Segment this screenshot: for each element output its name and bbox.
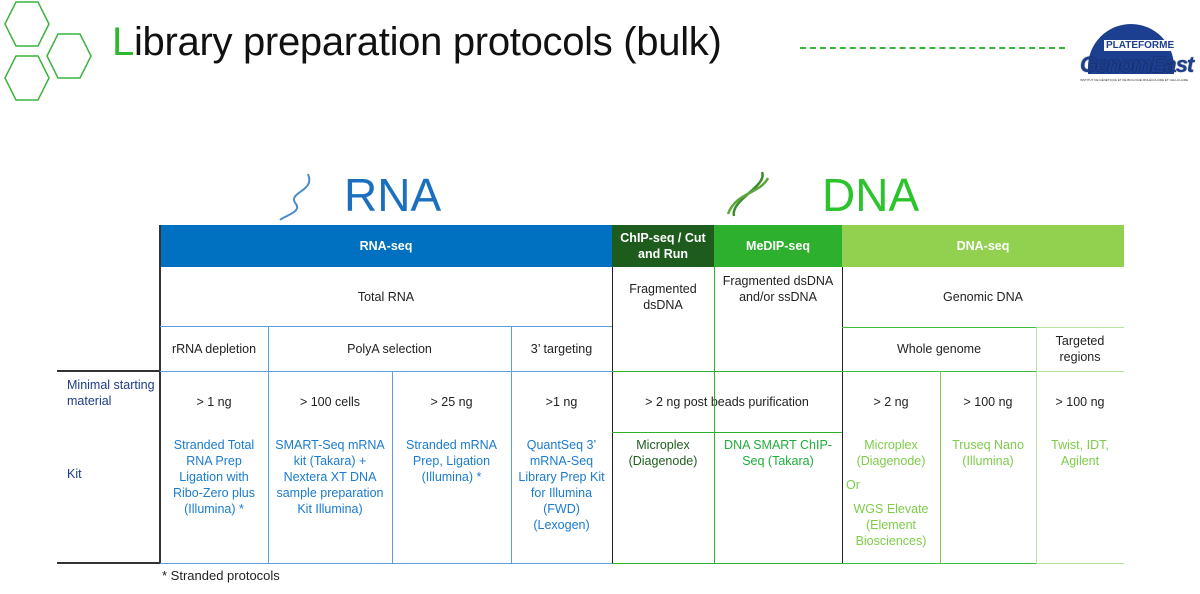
minimal-cell: > 25 ng [430, 394, 473, 409]
kit-cell: QuantSeq 3’ mRNA-Seq Library Prep Kit fo… [518, 438, 605, 532]
kit-cell: Twist, IDT, Agilent [1051, 438, 1109, 468]
rna-strand-icon [279, 173, 311, 221]
strategy-polya: PolyA selection [347, 342, 432, 356]
header-dna-seq: DNA-seq [842, 225, 1124, 267]
minimal-cell: >1 ng [545, 394, 578, 409]
kit-cell: Stranded mRNA Prep, Ligation (Illumina) … [405, 438, 497, 484]
minimal-cell: > 100 ng [1055, 394, 1105, 409]
header-rna-seq: RNA-seq [160, 225, 612, 267]
sample-chip: Fragmented dsDNA [629, 282, 697, 312]
kit-or: Or [846, 478, 860, 492]
sample-medip: Fragmented dsDNA and/or ssDNA [722, 274, 834, 304]
dna-heading: DNA [822, 169, 920, 221]
rna-heading: RNA [344, 169, 442, 221]
hexagon-decoration-icon [4, 1, 92, 101]
footnote: * Stranded protocols [162, 568, 280, 583]
kit-cell: Stranded Total RNA Prep Ligation with Ri… [173, 438, 255, 516]
kit-cell: Truseq Nano (Illumina) [952, 438, 1024, 468]
title-dashed-line [800, 47, 1065, 49]
row-label-minimal: Minimal starting material [67, 378, 155, 408]
minimal-cell: > 1 ng [196, 394, 232, 409]
strategy-targeted: Targeted regions [1055, 334, 1105, 364]
kit-cell: DNA SMART ChIP-Seq (Takara) [724, 438, 832, 468]
minimal-cell: > 2 ng post beads purification [645, 394, 809, 409]
row-label-kit: Kit [67, 467, 82, 481]
minimal-cell: > 100 cells [299, 394, 361, 409]
strategy-3-targeting: 3’ targeting [530, 342, 593, 356]
minimal-cell: > 2 ng [873, 394, 909, 409]
minimal-cell: > 100 ng [963, 394, 1013, 409]
kit-cell: Microplex (Diagenode) [628, 438, 698, 468]
kit-text: WGS Elevate (Element Biosciences) [853, 502, 929, 548]
sample-total-rna: Total RNA [357, 290, 415, 304]
strategy-whole-genome: Whole genome [896, 342, 982, 356]
dna-helix-icon [726, 171, 770, 217]
kit-cell: SMART-Seq mRNA kit (Takara) + Nextera XT… [275, 438, 385, 516]
kit-text: Microplex (Diagenode) [856, 438, 926, 468]
strategy-rrna-depletion: rRNA depletion [171, 342, 257, 356]
kit-cell-whole-genome: Microplex (Diagenode) Or WGS Elevate (El… [842, 432, 940, 563]
sample-genomic-dna: Genomic DNA [943, 290, 1023, 304]
header-medip-seq: MeDIP-seq [714, 225, 842, 267]
header-chip-seq: ChIP-seq / Cut and Run [612, 225, 714, 267]
genomeast-logo: PLATEFORME GenomEast INSTITUT DE GÉNÉTIQ… [1078, 6, 1196, 86]
page-title: Library preparation protocols (bulk) [112, 20, 722, 64]
